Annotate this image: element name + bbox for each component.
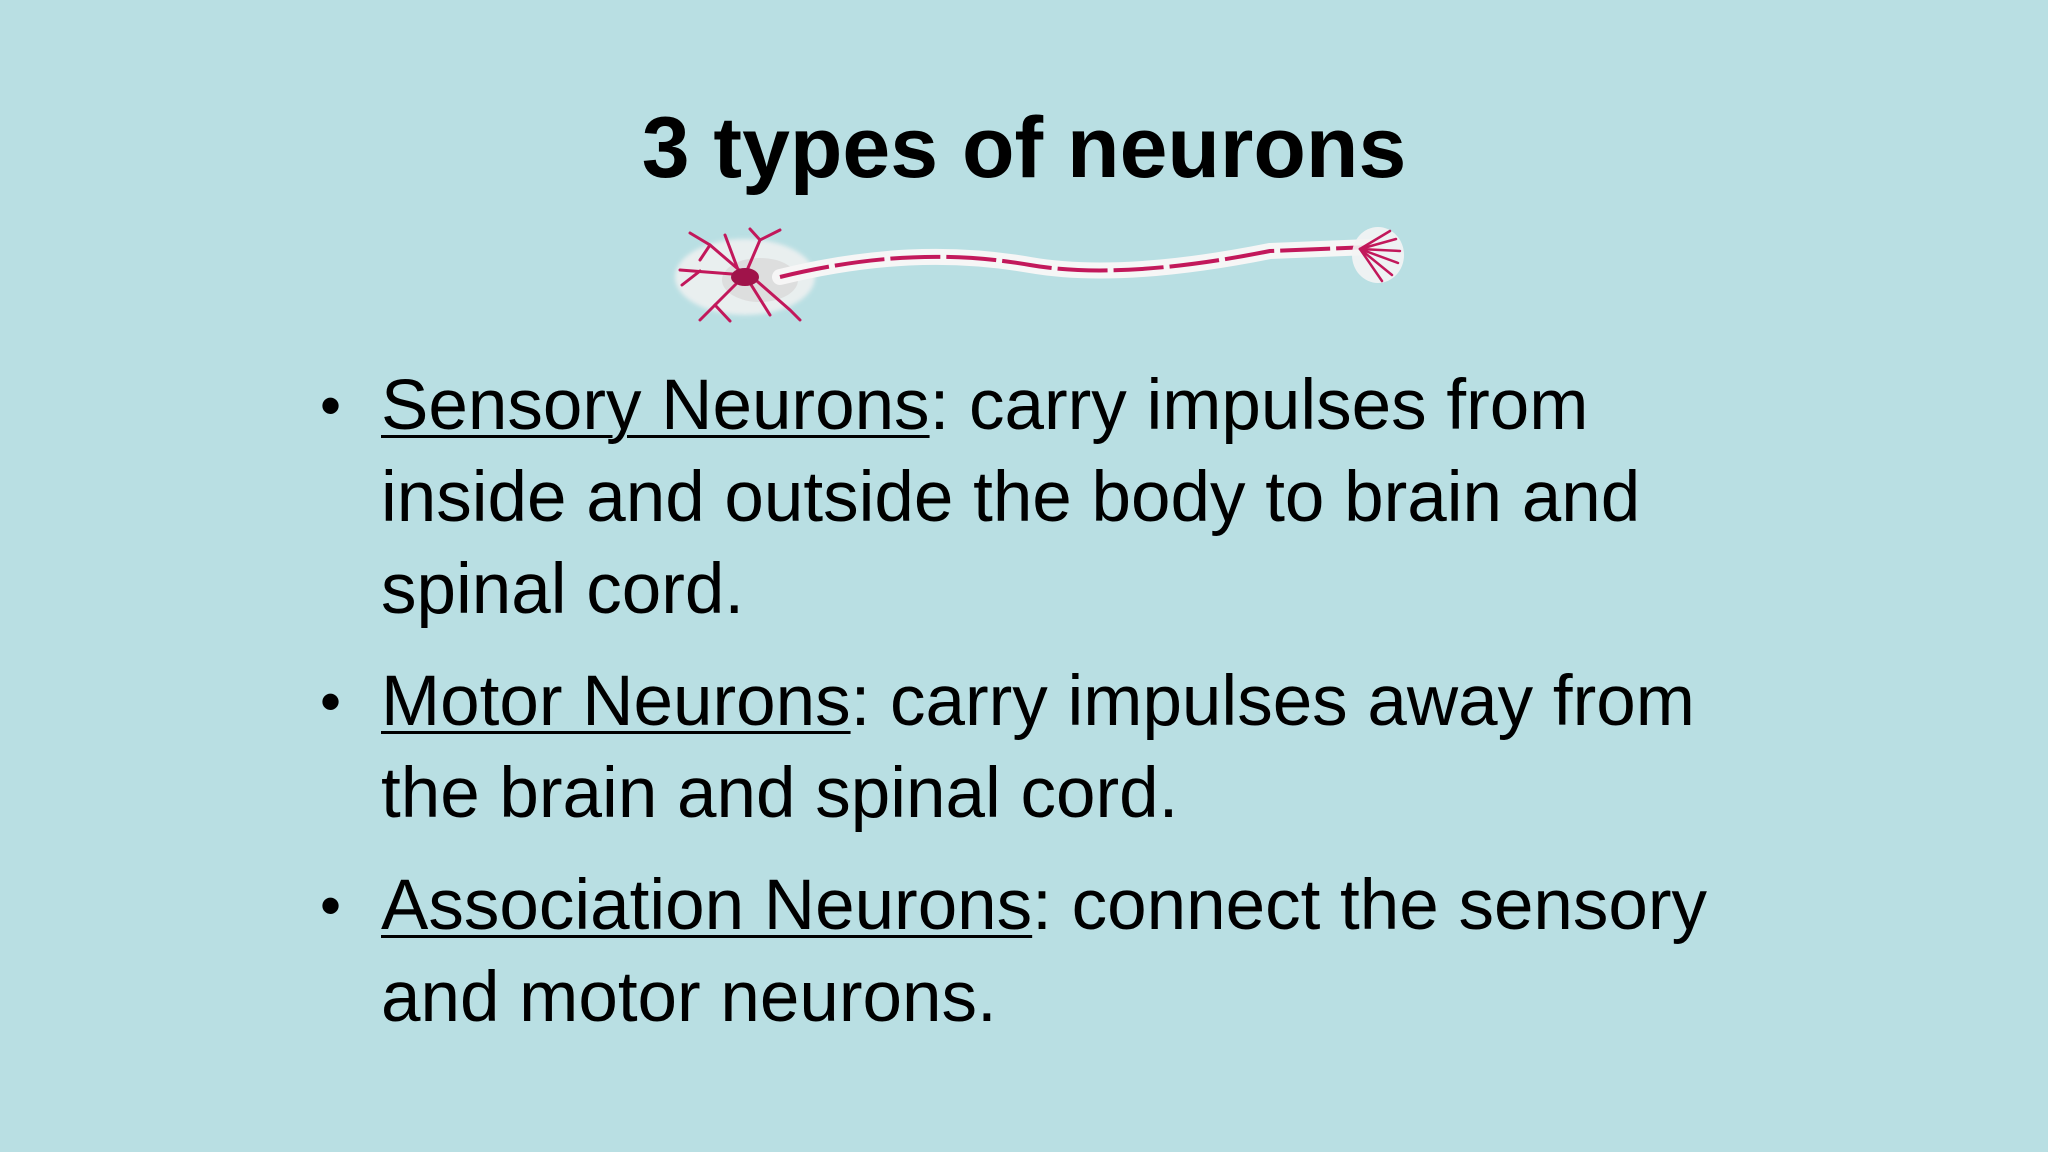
bullet-marker: • [320,872,342,939]
bullet-list: • Sensory Neurons: carry impulses from i… [320,360,1740,1064]
bullet-term: Association Neurons [381,866,1033,945]
bullet-text: : carry impulses away from the brain and… [381,662,1695,833]
slide-title: 3 types of neurons [641,100,1407,196]
bullet-text: : carry impulses from inside and outside… [381,366,1641,629]
bullet-term: Sensory Neurons [381,366,930,445]
list-item: • Sensory Neurons: carry impulses from i… [320,360,1740,636]
neuron-illustration [675,227,1404,323]
list-item: • Association Neurons: connect the senso… [320,860,1740,1044]
bullet-marker: • [320,668,342,735]
list-item: • Motor Neurons: carry impulses away fro… [320,656,1740,840]
bullet-text: : connect the sensory and motor neurons. [381,866,1708,1037]
bullet-marker: • [320,372,342,439]
bullet-term: Motor Neurons [381,662,851,741]
